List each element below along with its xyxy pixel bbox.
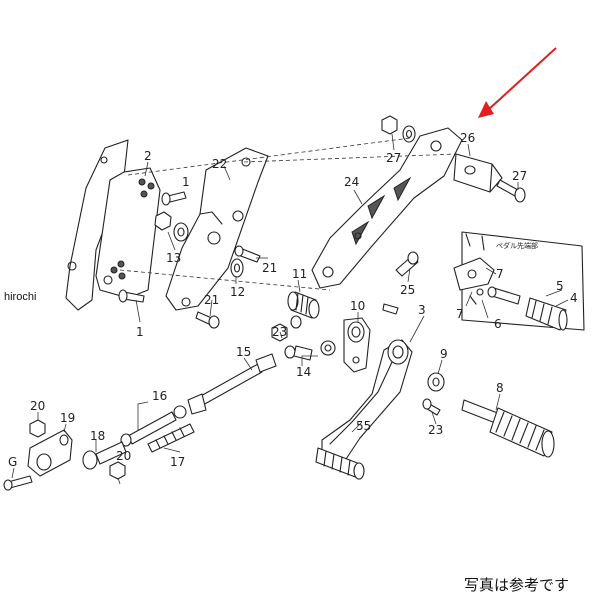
bolt-G [3, 475, 33, 491]
callout-23-lower: 23 [428, 423, 443, 437]
arm-part-10 [343, 317, 371, 373]
rod-part-17 [147, 423, 195, 453]
callout-7-upper: 7 [496, 267, 504, 281]
callout-20-upper: 20 [30, 399, 45, 413]
bracket-part-26 [453, 153, 503, 193]
bolt-27-top [381, 115, 416, 143]
pedal-tip-inset [453, 231, 585, 331]
callout-21-upper: 21 [262, 261, 277, 275]
assembly-axis-lines [119, 137, 457, 291]
callout-9: 9 [440, 347, 448, 361]
callout-18: 18 [90, 429, 105, 443]
callout-6: 6 [494, 317, 502, 331]
inset-caption: ペダル先端部 [496, 241, 538, 250]
rod-end-18 [82, 441, 127, 470]
callout-12: 12 [230, 285, 245, 299]
bolt-25 [382, 251, 419, 315]
callout-21-lower: 21 [204, 293, 219, 307]
callout-15: 15 [236, 345, 251, 359]
nut-20-upper [29, 419, 46, 438]
bolt-21-upper [234, 245, 261, 263]
bolt-23-lower [422, 398, 441, 416]
watermark-text: hirochi [4, 291, 36, 303]
callout-25: 25 [400, 283, 415, 297]
rod-end-16 [120, 405, 187, 447]
callout-19: 19 [60, 411, 75, 425]
heel-plate [311, 127, 463, 289]
linkage-rod-15 [187, 353, 277, 415]
washer-9 [427, 372, 445, 392]
part-callouts: 2 1 1 13 22 21 21 12 11 24 25 26 27 27 1… [8, 131, 578, 469]
callout-14: 14 [296, 365, 311, 379]
callout-17: 17 [170, 455, 185, 469]
bolt-27-side [496, 179, 526, 203]
red-indicator-arrow [478, 47, 557, 118]
callout-55: 55 [356, 419, 371, 433]
washer-12 [230, 258, 244, 278]
callout-16: 16 [152, 389, 167, 403]
callout-8: 8 [496, 381, 504, 395]
callout-1-lower: 1 [136, 325, 144, 339]
leader-lines [11, 133, 569, 485]
nut-washer-13 [154, 211, 189, 242]
callout-10: 10 [350, 299, 365, 313]
bolt-21-lower [195, 311, 220, 329]
footpeg-knurl [495, 411, 545, 451]
callout-22: 22 [212, 157, 227, 171]
callout-1-upper: 1 [182, 175, 190, 189]
bolt-1-upper [161, 191, 187, 206]
bolt-1-lower [118, 289, 145, 303]
callout-2: 2 [144, 149, 152, 163]
callout-27-side: 27 [512, 169, 527, 183]
footpeg-8 [461, 399, 555, 458]
callout-13: 13 [166, 251, 181, 265]
nut-20-lower [109, 461, 126, 480]
callout-20-lower: 20 [116, 449, 131, 463]
callout-24: 24 [344, 175, 359, 189]
photo-reference-note: 写真は参考です [464, 576, 569, 594]
inner-bracket [165, 147, 269, 311]
callout-27-top: 27 [386, 151, 401, 165]
spacer-14 [284, 340, 336, 361]
callout-4: 4 [570, 291, 578, 305]
callout-G: G [8, 455, 17, 469]
callout-26: 26 [460, 131, 475, 145]
shift-pedal-tip [315, 447, 365, 480]
base-plate [95, 167, 161, 299]
callout-11: 11 [292, 267, 307, 281]
callout-7-lower: 7 [456, 307, 464, 321]
callout-5: 5 [556, 279, 564, 293]
bolt-23-upper [271, 315, 302, 342]
callout-23-upper: 23 [272, 325, 287, 339]
callout-3: 3 [418, 303, 426, 317]
link-arm-19 [27, 429, 73, 477]
bushing-11 [287, 291, 320, 319]
